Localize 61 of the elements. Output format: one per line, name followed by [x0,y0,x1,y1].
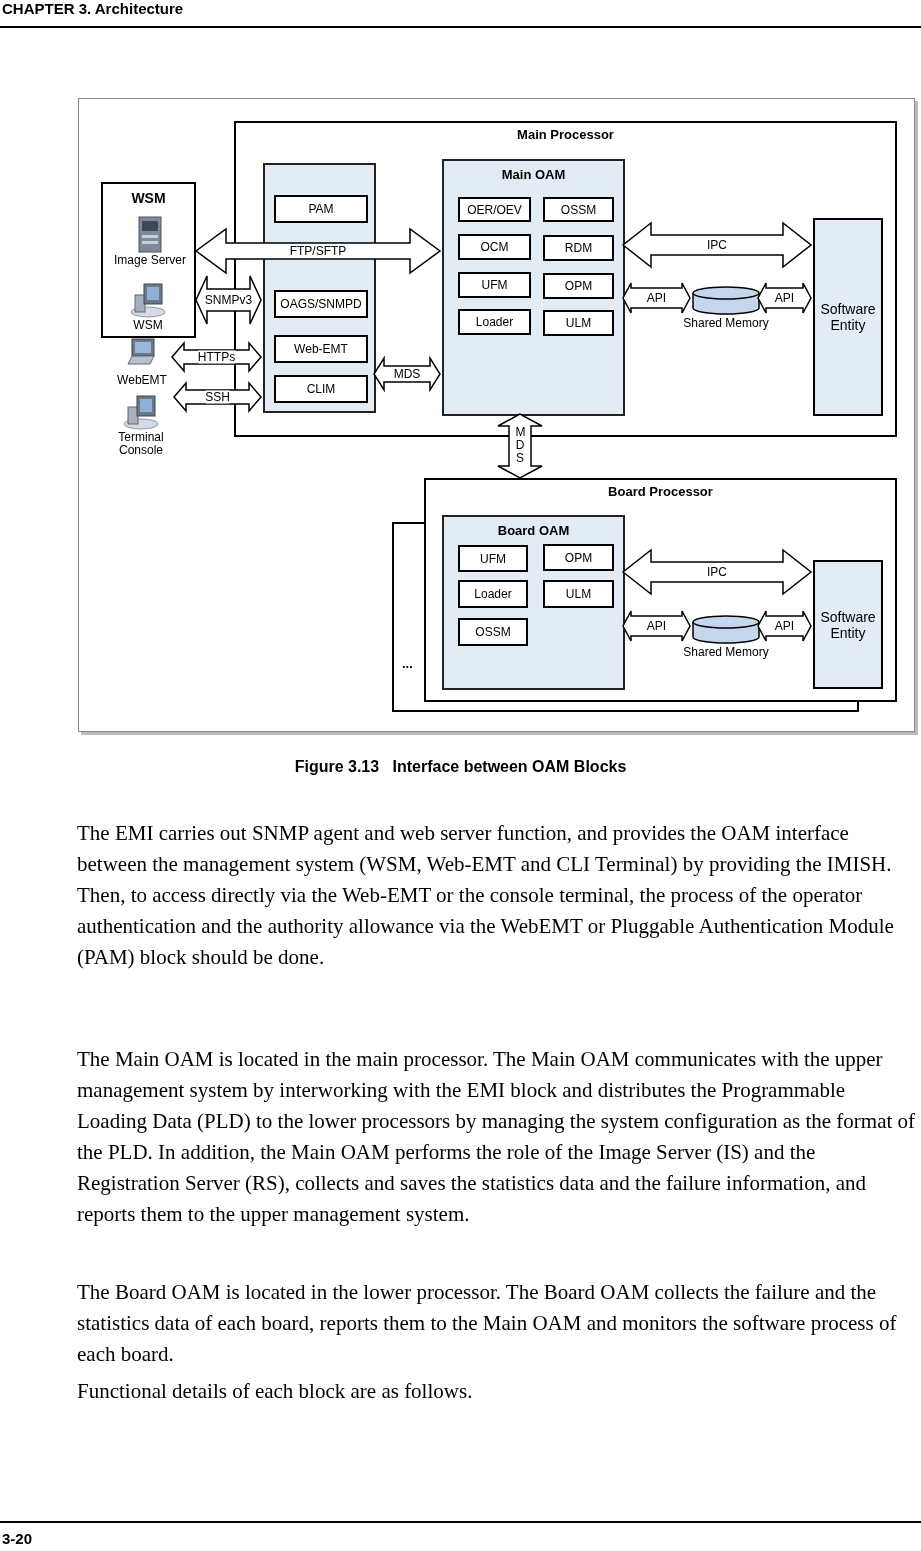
icon-caption: Terminal Console [117,431,165,457]
ellipsis-text: ... [402,656,413,671]
box-title: Board OAM [496,523,571,538]
edge-label: API [774,291,795,305]
module-box: RDM [543,235,614,261]
box-title: Board Processor [607,484,714,499]
box-title: Main Processor [516,127,615,142]
stacked-processor-box [392,522,424,712]
module-box: UFM [458,272,531,298]
software-entity-box: Software Entity [813,560,883,689]
body-paragraph: Functional details of each block are as follows. [77,1378,474,1405]
icon-caption: Image Server [113,254,187,267]
body-paragraph: The Main OAM is located in the main processor. The Main OAM communicates with the upper management system by interworking with the EMI block and distributes the Programmable Loading Data (PLD) to the lower processors by managing the system configuration as the format of the PLD. In addition, the Main OAM performs the role of the Image Server (IS) and the Registration Server (RS), collects and saves the statistics data and the failure information, and reports them to the upper management system. [77,1046,917,1228]
module-box: Loader [458,309,531,335]
body-paragraph: The Board OAM is located in the lower processor. The Board OAM collects the failure and the statistics data of each board, reports them to the Main OAM and monitors the software process of each board. [77,1279,898,1368]
module-box: OSSM [458,618,528,646]
edge-label: IPC [707,565,727,579]
module-box: PAM [274,195,368,223]
processor-box [424,478,897,702]
cylinder-caption: Shared Memory [682,645,770,659]
oam-block [442,159,625,416]
module-box: OER/OEV [458,197,531,222]
module-box: OPM [543,544,614,571]
edge-label: API [774,619,795,633]
edge-label: SNMPv3 [204,293,253,307]
module-box: OSSM [543,197,614,222]
module-box: ULM [543,580,614,608]
double-arrow [194,227,442,275]
edge-label: API [646,291,667,305]
edge-label: SSH [205,390,230,404]
module-box: Web-EMT [274,335,368,363]
icon-caption: WSM [132,319,164,332]
oam-block [442,515,625,690]
module-box: UFM [458,545,528,572]
page-number: 3-20 [2,1530,33,1547]
double-arrow [621,548,813,596]
interface-block [263,163,376,413]
page-header: CHAPTER 3. Architecture [2,0,184,17]
edge-label: HTTPs [197,350,236,364]
box-title: WSM [130,190,167,206]
figure-caption: Figure 3.13 Interface between OAM Blocks [293,758,628,776]
box-title: Main OAM [500,167,567,182]
icon-caption: WebEMT [116,374,168,387]
edge-label: API [646,619,667,633]
software-entity-box: Software Entity [813,218,883,416]
module-box: CLIM [274,375,368,403]
double-arrow [622,282,691,314]
edge-label: MDS [515,426,525,465]
cylinder-caption: Shared Memory [682,316,770,330]
module-box: OAGS/SNMPD [274,290,368,318]
double-arrow [622,610,691,642]
manager-box [101,182,196,338]
edge-label: MDS [393,367,421,381]
double-arrow [621,221,813,269]
module-box: OPM [543,273,614,299]
module-box: OCM [458,234,531,260]
module-box: Loader [458,580,528,608]
module-box: ULM [543,310,614,336]
edge-label: IPC [707,238,727,252]
edge-label: FTP/SFTP [289,244,347,258]
body-paragraph: The EMI carries out SNMP agent and web server function, and provides the OAM interface between the management system (WSM, Web-EMT and CLI Terminal) by providing the IMISH. Then, to access directly via the Web-EMT or the console terminal, the process of the operator authentication and the authority allowance via the WebEMT or Pluggable Authentication Module (PAM) block should be done. [77,820,895,971]
